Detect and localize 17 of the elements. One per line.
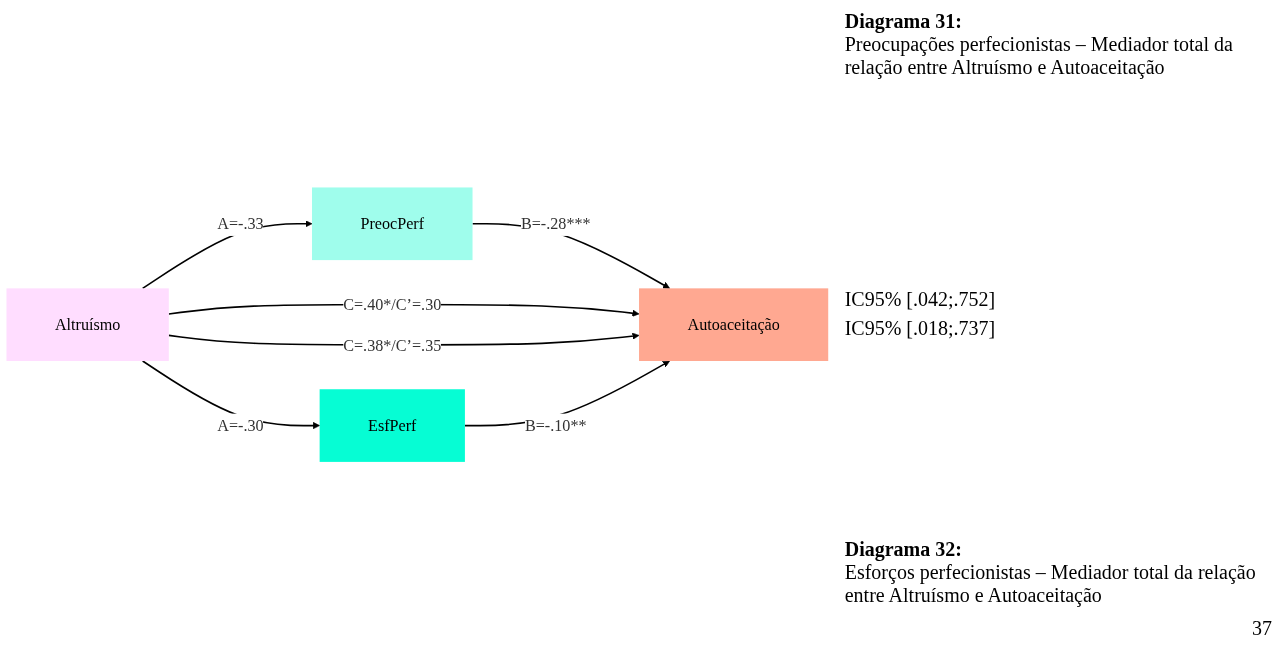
confidence-interval-note: IC95% [.042;.752] xyxy=(844,287,997,311)
edge-label: A=-.30 xyxy=(217,417,264,435)
diagram-heading: Diagrama 32: xyxy=(844,538,963,561)
edge-label: B=-.10** xyxy=(525,417,587,435)
edge-label: A=-.33 xyxy=(217,215,264,233)
diagram-description: Esforços perfecionistas – Mediador total da relação entre Altruísmo e Autoaceitação xyxy=(844,561,1257,607)
node-box: EsfPerf xyxy=(319,389,465,463)
diagram-heading: Diagrama 31: xyxy=(844,10,963,33)
node-box: Autoaceitação xyxy=(639,288,829,362)
confidence-interval-note: IC95% [.018;.737] xyxy=(844,316,997,340)
node-box: Altruísmo xyxy=(6,288,169,362)
edge-label: C=.38*/C’=.35 xyxy=(343,336,442,355)
node-box: PreocPerf xyxy=(312,187,473,261)
edge-label: C=.40*/C’=.30 xyxy=(343,295,442,314)
edge-label: B=-.28*** xyxy=(520,215,591,233)
diagram-description: Preocupações perfecionistas – Mediador total da relação entre Altruísmo e Autoaceitação xyxy=(844,33,1234,79)
page-number: 37 xyxy=(1251,617,1272,640)
